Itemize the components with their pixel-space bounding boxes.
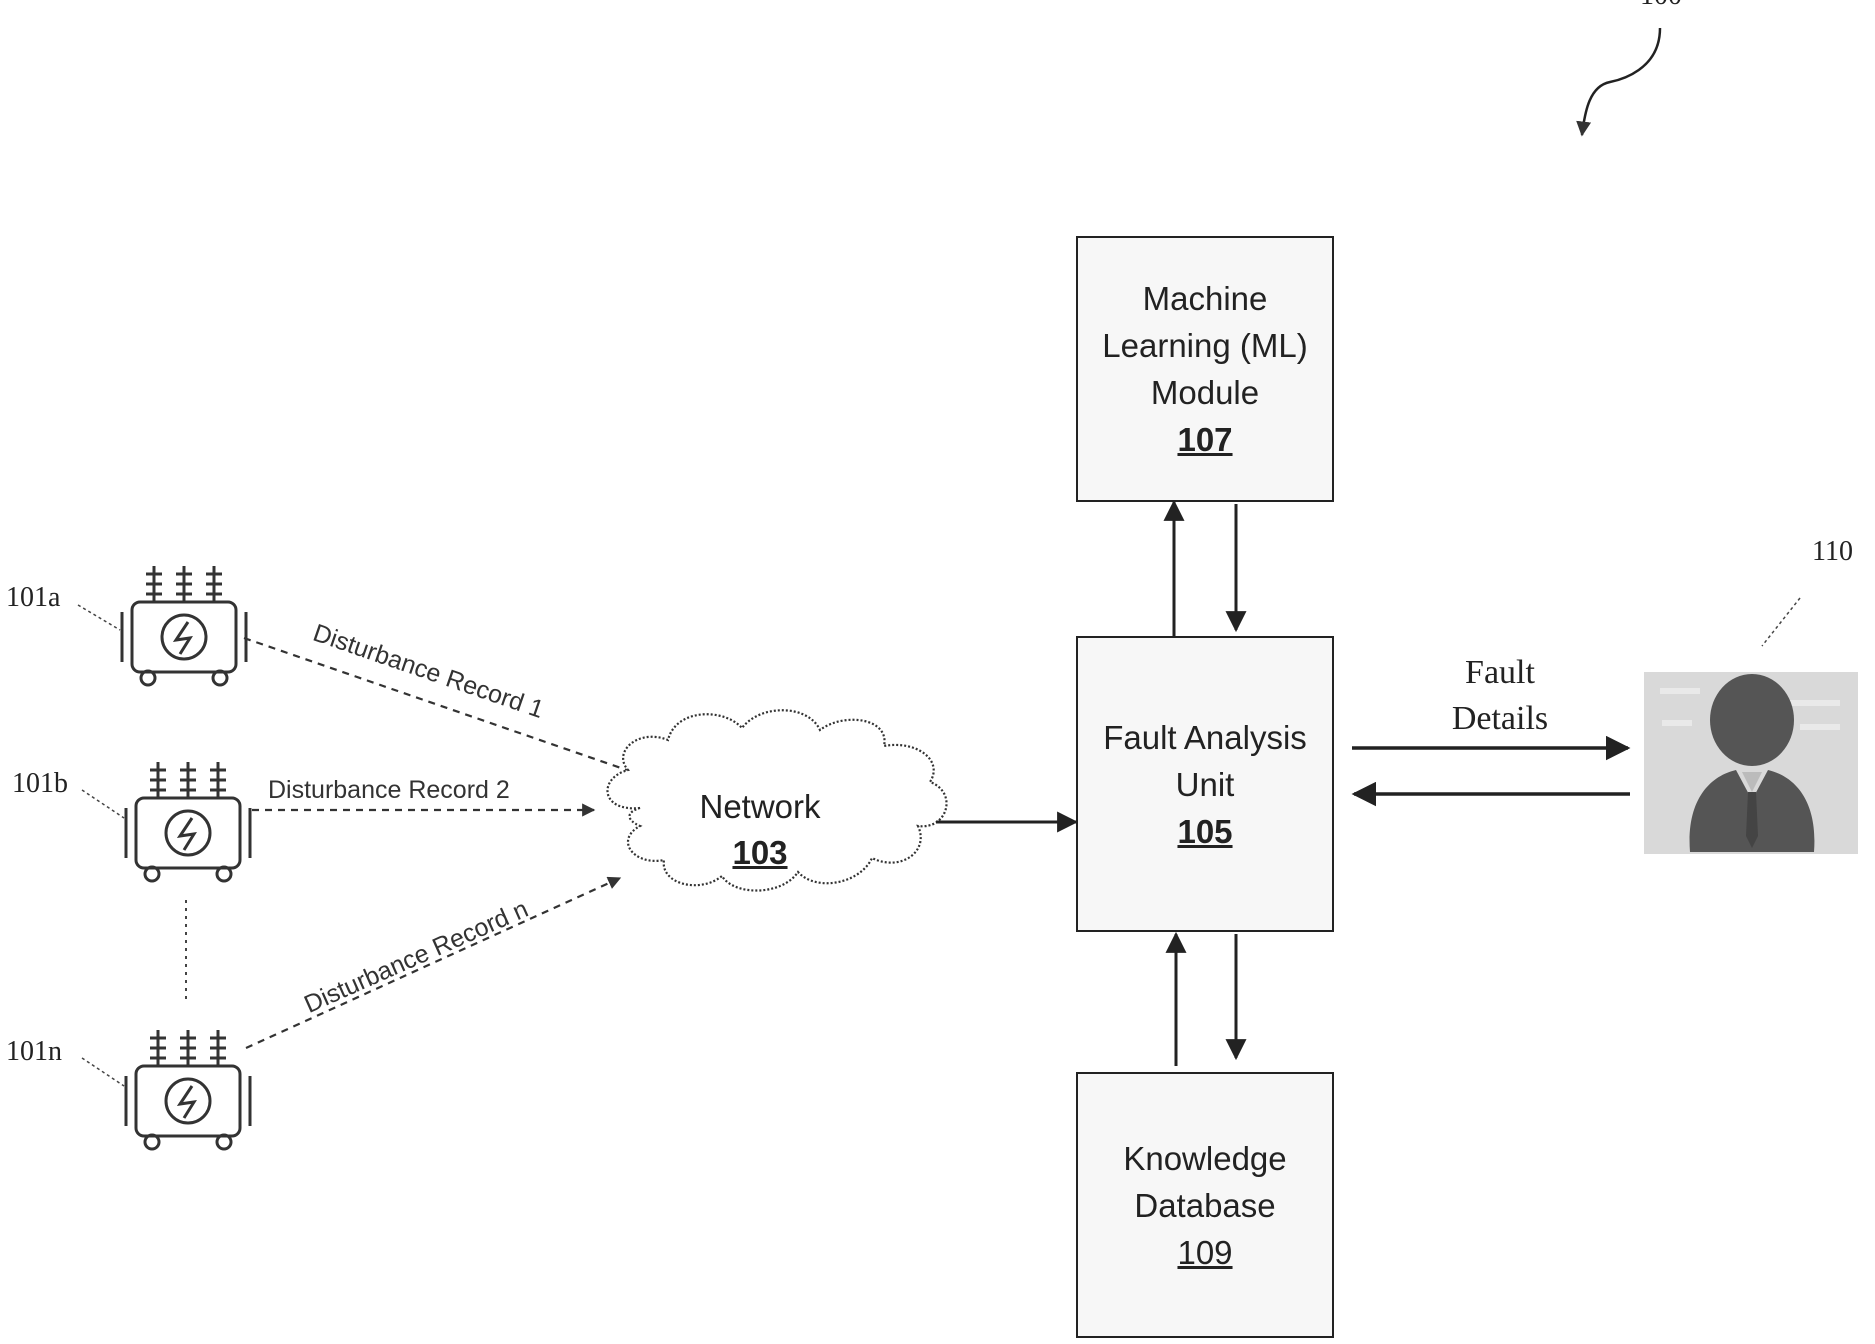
network-title: Network <box>680 784 840 830</box>
record-label-2: Disturbance Record 2 <box>268 776 510 805</box>
network-label: Network 103 <box>680 784 840 876</box>
record-arrow-1 <box>244 638 650 778</box>
leader-101n <box>82 1058 124 1086</box>
knowledge-db-line1: Knowledge <box>1123 1135 1286 1182</box>
device-ref-101b: 101b <box>12 768 68 800</box>
fault-unit-ref: 105 <box>1177 808 1232 855</box>
knowledge-database-box: Knowledge Database 109 <box>1076 1072 1334 1338</box>
figure-ref-label: 100 <box>1640 0 1682 12</box>
ml-module-line2: Learning (ML) <box>1102 322 1307 369</box>
knowledge-db-ref: 109 <box>1177 1229 1232 1276</box>
transformer-icon <box>126 1030 250 1149</box>
network-ref: 103 <box>680 830 840 876</box>
leader-110 <box>1762 598 1800 646</box>
figure-ref-arrow <box>1582 28 1660 135</box>
fault-analysis-unit-box: Fault Analysis Unit 105 <box>1076 636 1334 932</box>
knowledge-db-line2: Database <box>1134 1182 1275 1229</box>
fault-details-line2: Details <box>1400 696 1600 742</box>
fault-unit-line1: Fault Analysis <box>1103 714 1307 761</box>
fault-unit-line2: Unit <box>1176 761 1235 808</box>
fault-details-line1: Fault <box>1400 650 1600 696</box>
device-ref-101n: 101n <box>6 1036 62 1068</box>
leader-101b <box>82 790 124 818</box>
fault-details-label: Fault Details <box>1400 650 1600 742</box>
device-ref-101a: 101a <box>6 582 60 614</box>
transformer-icon <box>126 762 250 881</box>
ml-module-box: Machine Learning (ML) Module 107 <box>1076 236 1334 502</box>
user-ref-label: 110 <box>1812 536 1853 568</box>
ml-module-ref: 107 <box>1177 416 1232 463</box>
ml-module-line3: Module <box>1151 369 1259 416</box>
transformer-icon <box>122 566 246 685</box>
leader-101a <box>78 605 120 630</box>
ml-module-line1: Machine <box>1143 275 1268 322</box>
user-avatar-icon <box>1644 672 1858 854</box>
